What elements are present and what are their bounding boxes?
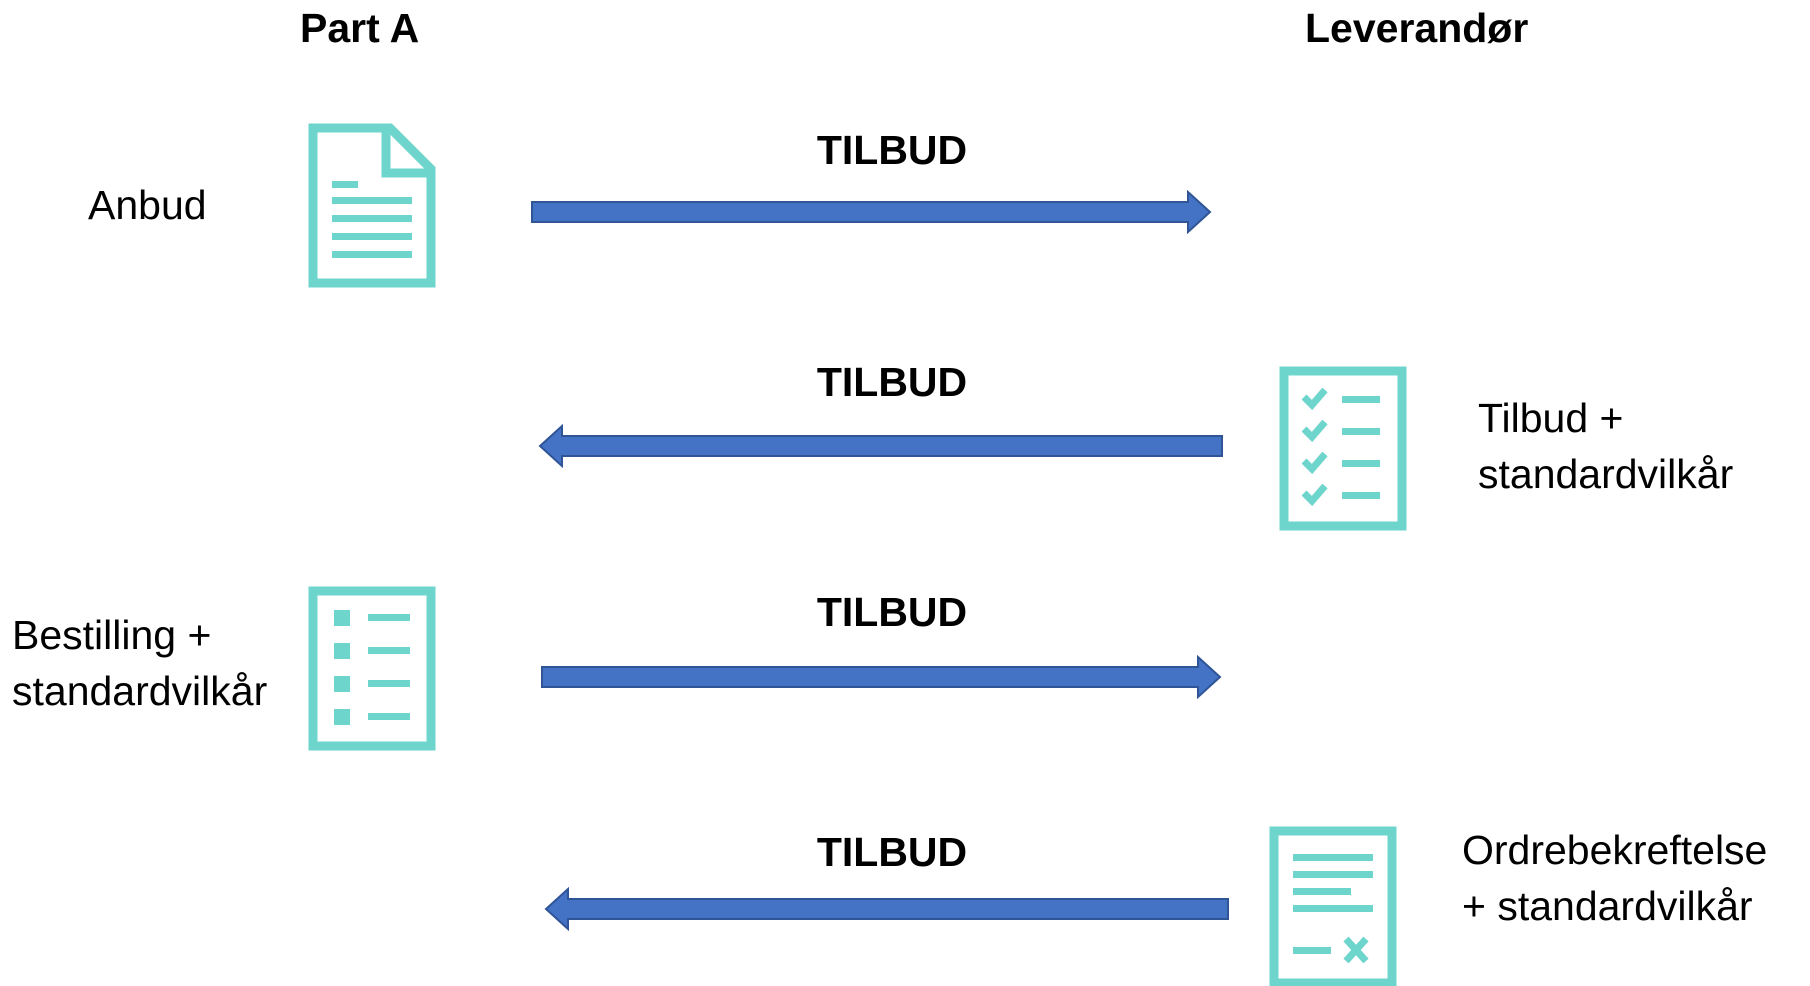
signed-document-icon xyxy=(1269,826,1397,986)
step-2-text: Tilbud + standardvilkår xyxy=(1478,390,1733,502)
step-2-text-line-2: standardvilkår xyxy=(1478,451,1734,497)
checklist-icon xyxy=(1279,366,1407,531)
document-icon xyxy=(308,123,436,288)
step-3-arrow-right xyxy=(541,655,1222,699)
step-2-arrow-label: TILBUD xyxy=(816,359,968,405)
step-1-arrow-right xyxy=(531,190,1212,234)
bulleted-list-icon xyxy=(308,586,436,751)
step-4-text: Ordrebekreftelse + standardvilkår xyxy=(1462,822,1767,934)
step-3-text-line-1: Bestilling + xyxy=(12,612,212,658)
step-4-text-line-2: + standardvilkår xyxy=(1462,883,1753,929)
step-3-text-line-2: standardvilkår xyxy=(12,668,268,714)
step-3-text: Bestilling + standardvilkår xyxy=(12,607,267,719)
step-4-text-line-1: Ordrebekreftelse xyxy=(1462,827,1768,873)
part-a-heading: Part A xyxy=(300,5,420,51)
step-2-arrow-left xyxy=(538,424,1223,468)
supplier-heading: Leverandør xyxy=(1305,5,1529,51)
step-4-arrow-label: TILBUD xyxy=(816,829,968,875)
step-1-text: Anbud xyxy=(88,177,207,233)
step-4-arrow-left xyxy=(544,887,1229,931)
step-1-arrow-label: TILBUD xyxy=(816,127,968,173)
step-2-text-line-1: Tilbud + xyxy=(1478,395,1624,441)
step-3-arrow-label: TILBUD xyxy=(816,589,968,635)
step-1-text-line-1: Anbud xyxy=(88,182,207,228)
